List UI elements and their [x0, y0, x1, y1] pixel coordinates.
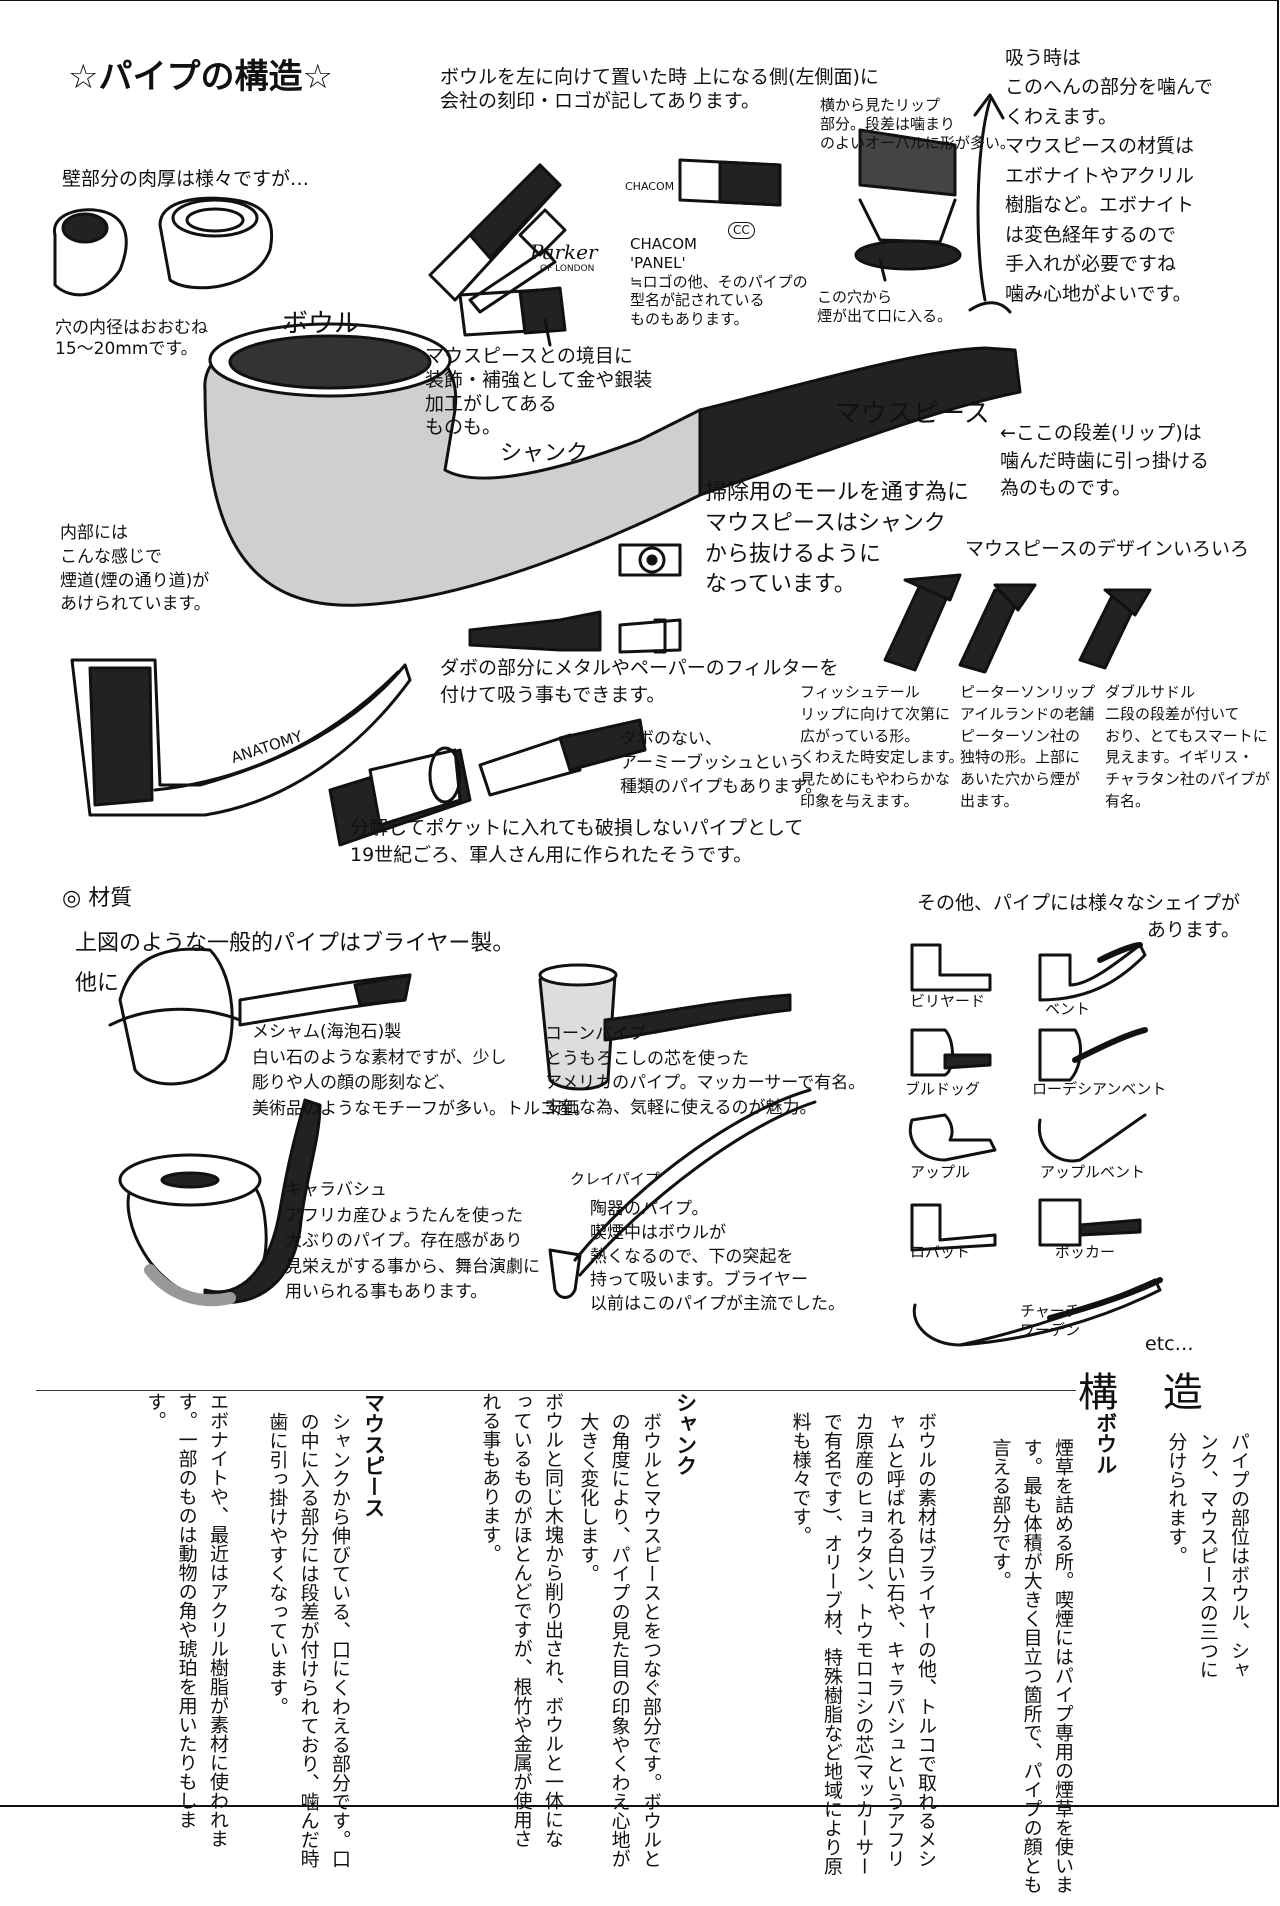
shape-label: ロバット	[910, 1243, 971, 1261]
bowl-heading: ボウル	[1093, 1412, 1118, 1475]
calabash-note: キャラバシュ アフリカ産ひょうたんを使った 大ぶりのパイプ。存在感があり 見栄え…	[285, 1180, 540, 1302]
meerschaum-note: メシャム(海泡石)製 白い石のような素材ですが、少し 彫りや人の顔の彫刻など、 …	[252, 1022, 591, 1119]
army-history-note: 分解してポケットに入れても破損しないパイプとして 19世紀ごろ、軍人さん用に作ら…	[350, 817, 804, 866]
wall-note: 壁部分の肉厚は様々ですが…	[62, 168, 310, 190]
shape-label: ビリヤード	[910, 992, 986, 1010]
shapes-intro: その他、パイプには様々なシェイプが あります。	[916, 892, 1240, 941]
mouthpiece-paragraph: シャンクから伸びている、口にくわえる部分です。口の中に入る部分には段差が付けられ…	[266, 1412, 351, 1868]
inside-note: 内部には こんな感じで 煙道(煙の通り道)が あけられています。	[60, 523, 211, 615]
smoke-hole-note: この穴から 煙が出て口に入る。	[817, 288, 953, 325]
band-note: マウスピースとの境目に 装飾・補強として金や銀装 加工がしてある ものも。	[425, 345, 653, 439]
shape-label: チャーチ ワーデン	[1020, 1302, 1081, 1339]
shape-label: ベント	[1045, 1000, 1091, 1018]
structure-heading: 構 造	[1078, 1370, 1219, 1416]
shape-label: ローデシアンベント	[1032, 1080, 1167, 1098]
cc-logo: CC	[728, 222, 755, 239]
bowl-wall-sketch	[53, 196, 274, 297]
material-intro: 上図のような一般的パイプはブライヤー製。	[75, 931, 515, 956]
chacom-stamp: CHACOM	[625, 180, 675, 193]
lip-step-note: ←ここの段差(リップ)は 噛んだ時歯に引っ掛ける 為のものです。	[1000, 422, 1210, 500]
material-heading: ◎ 材質	[62, 886, 133, 911]
mouthpiece-heading: マウスピース	[361, 1392, 386, 1518]
shank-material-paragraph: ボウルと同じ木塊から削り出され、ボウルと一体になっているものがほとんどですが、根…	[479, 1392, 564, 1848]
cleaning-note: 掃除用のモールを通す為に マウスピースはシャンク から抜けるように なっています…	[705, 480, 970, 598]
shape-label: アップルベント	[1040, 1163, 1146, 1181]
bite-note: 吸う時は このへんの部分を噛んで くわえます。 マウスピースの材質は エボナイト…	[1005, 47, 1214, 305]
army-note: ダボのない、 アーミーブッシュという 種類のパイプもあります。	[620, 729, 823, 797]
clay-note: 陶器のパイプ。 喫煙中はボウルが 熱くなるので、下の突起を 持って吸います。ブラ…	[590, 1199, 845, 1315]
material-other: 他に	[75, 971, 120, 996]
bowl-material-paragraph: ボウルの素材はブライヤーの他、トルコで取れるメシャムと呼ばれる白い石や、キャラバ…	[789, 1412, 937, 1876]
shank-paragraph: ボウルとマウスピースとをつなぐ部分です。ボウルとの角度により、パイプの見た目の印…	[577, 1412, 662, 1868]
page-title: ☆パイプの構造☆	[68, 57, 333, 97]
parker-logo: Parker	[530, 240, 598, 264]
bowl-paragraph: 煙草を詰める所。喫煙にはパイプ専用の煙草を使います。最も体積が大きく目立つ箇所で…	[989, 1438, 1074, 1894]
mouthpiece-designs-title: マウスピースのデザインいろいろ	[965, 538, 1250, 560]
parker-logo-sub: OF LONDON	[540, 264, 595, 274]
bowl-label: ボウル	[282, 309, 361, 339]
mouthpiece-material-paragraph: エボナイトや、最近はアクリル樹脂が素材に使われます。一部のものは動物の角や琥珀を…	[144, 1392, 229, 1848]
shape-label: ポッカー	[1055, 1243, 1116, 1261]
shank-heading: シャンク	[673, 1392, 698, 1476]
etc-note: etc…	[1145, 1333, 1194, 1355]
chacom-note: CHACOM 'PANEL' ≒ロゴの他、そのパイプの 型名が記されている もの…	[630, 235, 808, 328]
shape-label: アップル	[910, 1163, 971, 1181]
structure-intro: パイプの部位はボウル、シャンク、マウスピースの三つに分けられます。	[1165, 1432, 1251, 1679]
mouthpiece-label: マウスピース	[835, 399, 990, 429]
corncob-note: コーンパイプ とうもろこしの芯を使った アメリカのパイプ。マッカーサーで有名。 …	[545, 1024, 866, 1118]
shape-label: ブルドッグ	[905, 1080, 981, 1098]
section-divider	[36, 1390, 1076, 1391]
peterson-note: ピーターソンリップ アイルランドの老舗 ピーターソン社の 独特の形。上部に あい…	[960, 683, 1096, 810]
double-saddle-note: ダブルサドル 二段の段差が付いて おり、とてもスマートに 見えます。イギリス・ …	[1105, 683, 1270, 810]
filter-note: ダボの部分にメタルやペーパーのフィルターを 付けて吸う事もできます。	[440, 657, 839, 706]
bore-note: 穴の内径はおおむね 15〜20mmです。	[55, 318, 208, 360]
shank-label: シャンク	[500, 441, 589, 466]
fishtail-note: フィッシュテール リップに向けて次第に 広がっている形。 くわえた時安定します。…	[800, 683, 964, 810]
lip-side-note: 横から見たリップ 部分。段差は噛まり のよいオーバルに形が多い。	[820, 96, 1015, 152]
clay-label: クレイパイプ	[570, 1170, 660, 1188]
